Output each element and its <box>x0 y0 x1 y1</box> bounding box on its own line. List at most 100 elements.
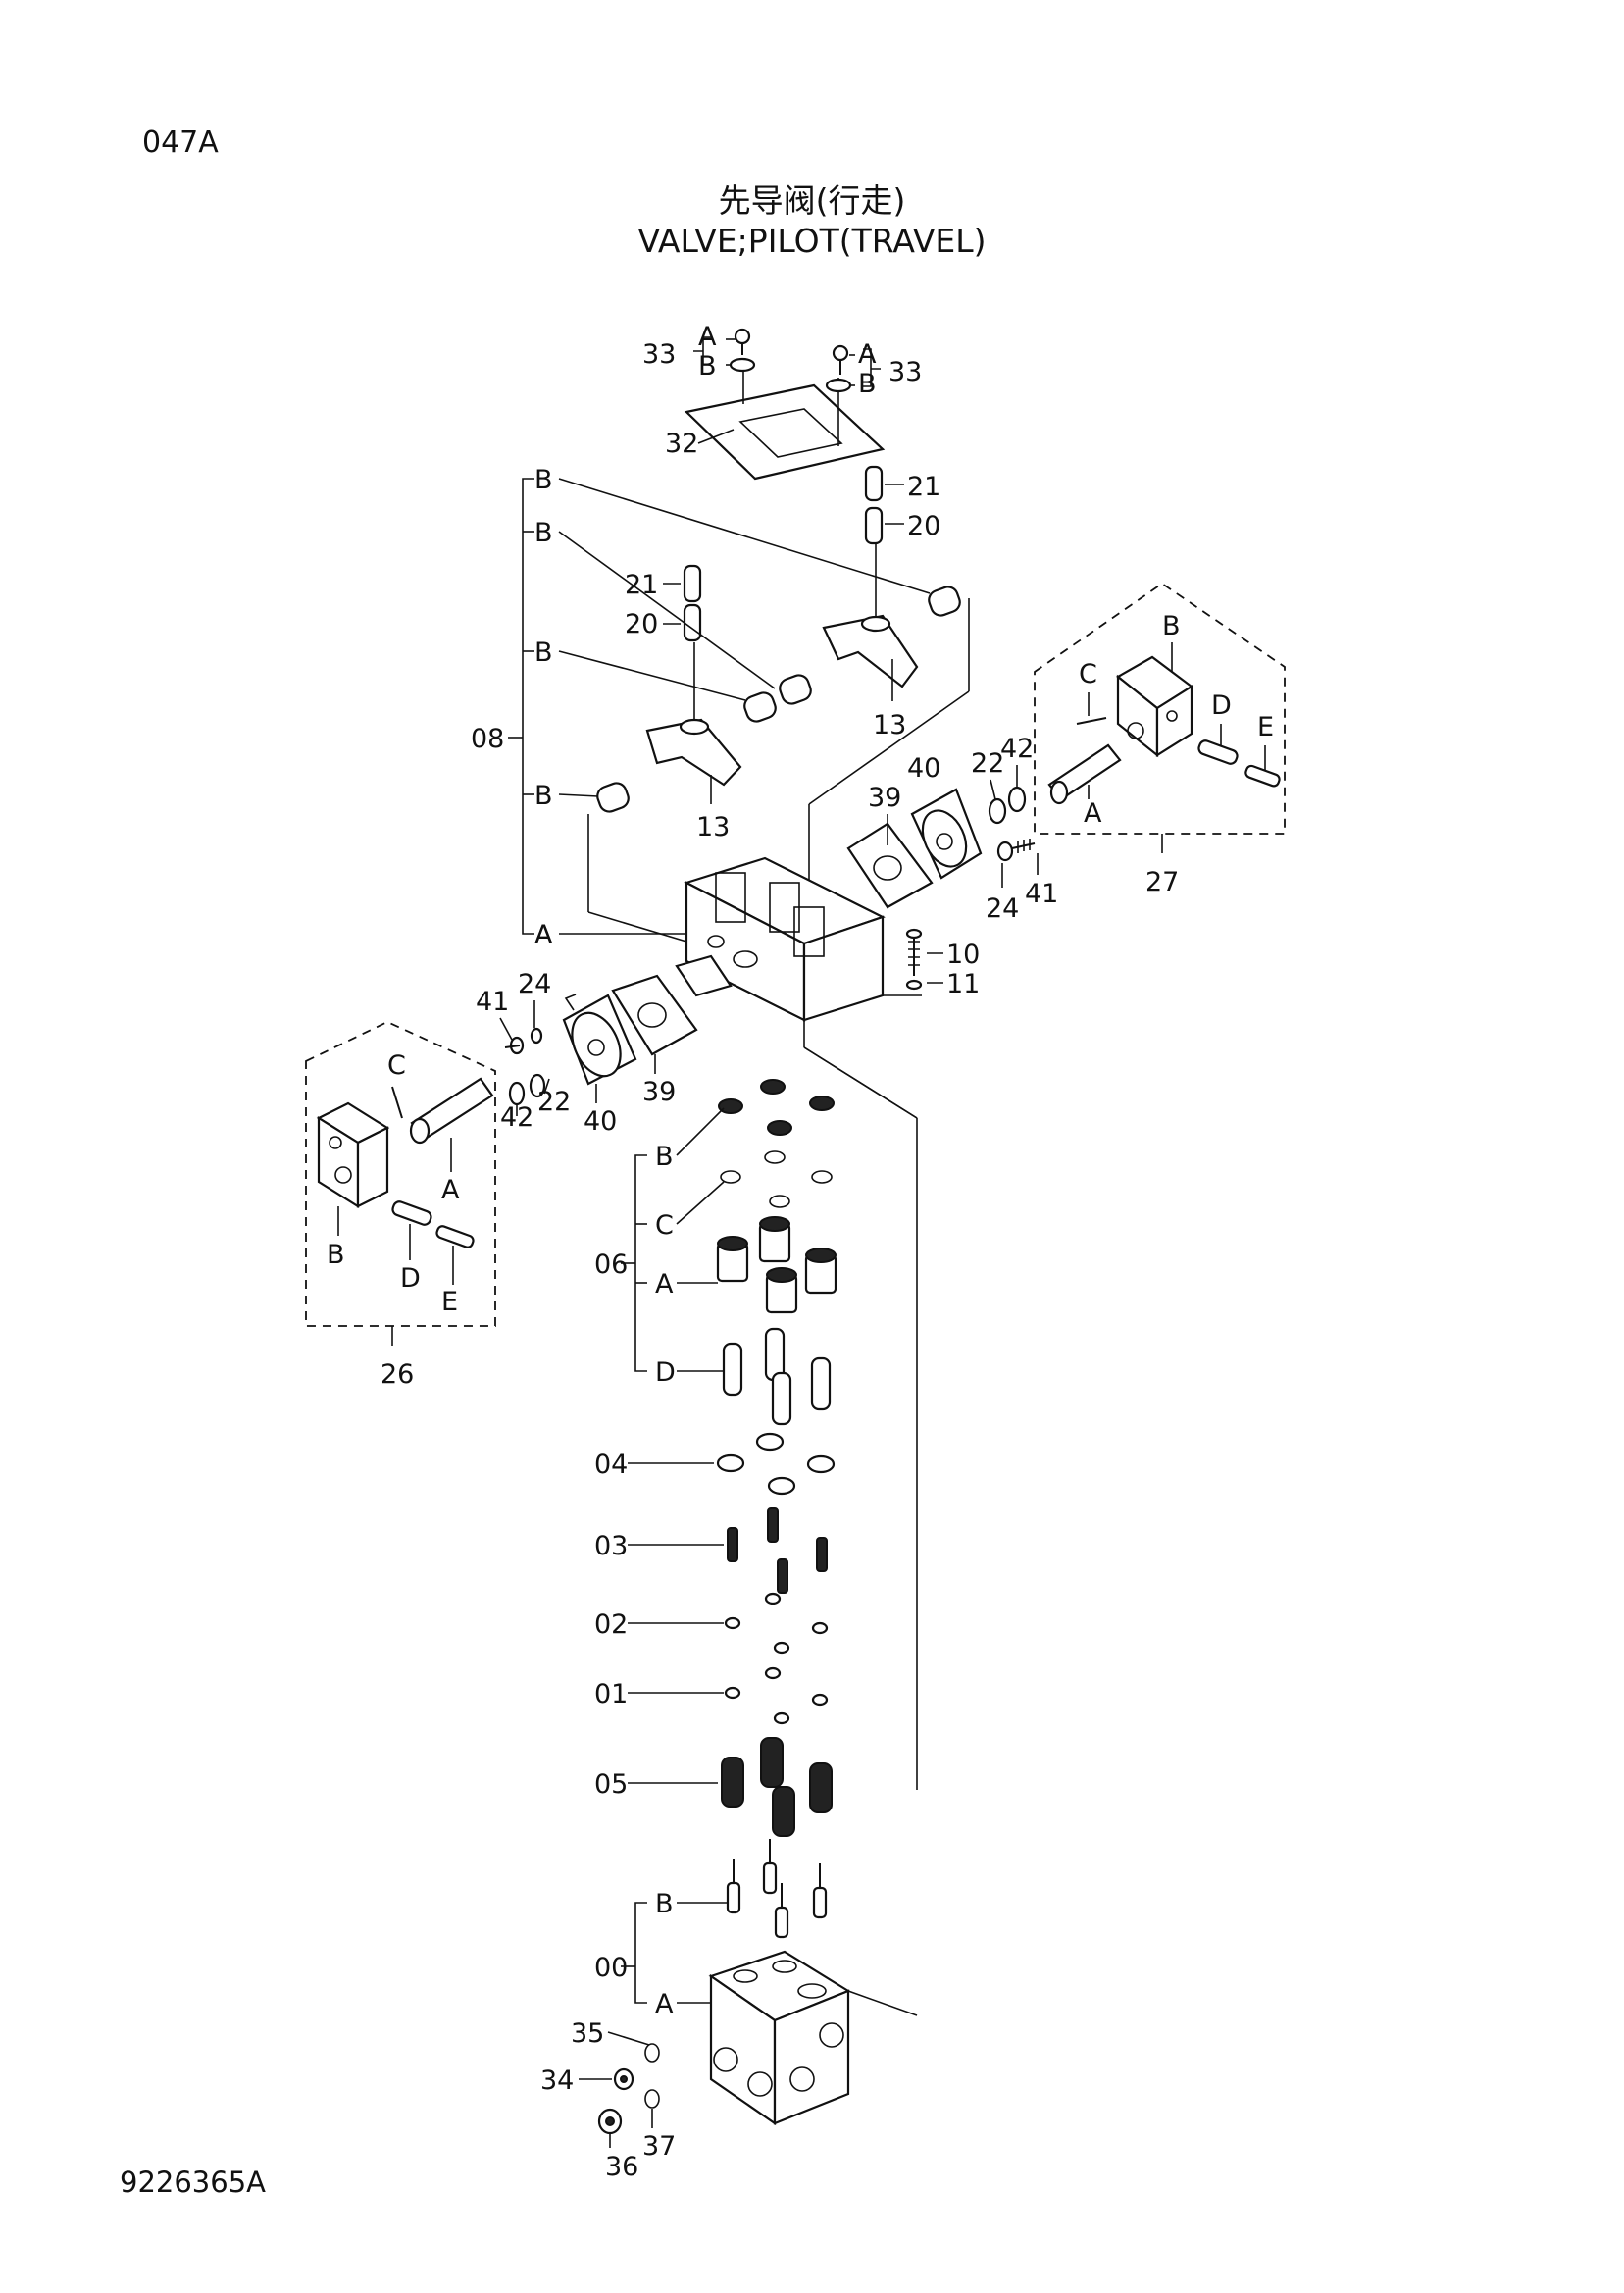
label-A: A <box>441 1175 460 1205</box>
screw-41-right <box>996 839 1036 862</box>
callout-11: 11 <box>946 969 980 999</box>
pin-C-left <box>391 1086 403 1119</box>
callout-10: 10 <box>946 940 980 970</box>
callout-21-right: 21 <box>907 472 940 502</box>
callout-13-left: 13 <box>696 812 730 842</box>
callout-39-left: 39 <box>642 1077 676 1107</box>
callout-34: 34 <box>540 2065 574 2096</box>
callout-40-right: 40 <box>907 753 940 784</box>
label-B: B <box>534 465 553 495</box>
guide-06A <box>716 1216 837 1314</box>
cover-40-left <box>562 994 637 1086</box>
label-D: D <box>400 1263 421 1294</box>
callout-41-left: 41 <box>476 987 509 1017</box>
callout-33-left: 33 <box>642 339 676 370</box>
callout-01: 01 <box>594 1679 628 1709</box>
label-A: A <box>698 322 717 352</box>
bushing-2 <box>779 674 812 705</box>
gasket-39-left <box>611 974 698 1056</box>
cover-plate-32 <box>684 358 886 481</box>
label-C: C <box>655 1210 674 1241</box>
pin-21-right <box>864 465 884 502</box>
backup-42-left <box>508 1081 526 1106</box>
washer-11 <box>905 979 923 991</box>
oring-22-right <box>988 797 1007 825</box>
label-B: B <box>698 351 717 382</box>
label-E: E <box>1257 712 1274 742</box>
plunger-06D <box>722 1327 832 1426</box>
bushing-4 <box>596 782 630 813</box>
callout-20-left: 20 <box>625 609 658 639</box>
callout-42-right: 42 <box>1000 734 1034 764</box>
label-A: A <box>858 339 877 370</box>
pin-C-right <box>1076 717 1107 725</box>
callout-40-left: 40 <box>584 1106 617 1137</box>
label-C: C <box>387 1050 406 1081</box>
label-D: D <box>655 1357 676 1388</box>
callout-06: 06 <box>594 1249 628 1280</box>
page-code: 047A <box>142 126 219 160</box>
washer-01 <box>724 1666 829 1725</box>
screw-33-right <box>825 344 852 393</box>
callout-04: 04 <box>594 1450 628 1480</box>
pin-D-left <box>391 1200 432 1226</box>
callout-39-right: 39 <box>868 783 901 813</box>
callout-35: 35 <box>571 2018 604 2049</box>
callout-00: 00 <box>594 1953 628 1983</box>
label-B: B <box>1162 611 1181 641</box>
callout-32: 32 <box>665 429 698 459</box>
callout-36: 36 <box>605 2152 638 2182</box>
callout-13-right: 13 <box>873 710 906 740</box>
washer-02 <box>724 1592 829 1655</box>
label-B: B <box>858 369 877 399</box>
pin-20-left <box>683 603 702 642</box>
callout-05: 05 <box>594 1769 628 1800</box>
callout-24-left: 24 <box>518 969 551 999</box>
oring-06C <box>720 1150 833 1208</box>
pin-20-right <box>864 506 884 545</box>
label-D: D <box>1211 690 1232 721</box>
label-B: B <box>534 637 553 668</box>
callout-20-right: 20 <box>907 511 940 541</box>
gasket-39-right <box>846 822 934 909</box>
group-26-box <box>305 1021 496 1327</box>
label-A: A <box>534 920 553 950</box>
callout-22-left: 22 <box>537 1087 571 1117</box>
label-B: B <box>534 518 553 548</box>
cap-block-right <box>1116 655 1193 758</box>
label-A: A <box>534 920 553 950</box>
callout-27: 27 <box>1145 867 1179 897</box>
plug-34 <box>613 2067 634 2091</box>
shaft-A-left <box>409 1077 494 1145</box>
title-english: VALVE;PILOT(TRAVEL) <box>637 222 987 260</box>
callout-08: 08 <box>471 724 504 754</box>
label-B: B <box>655 1142 674 1172</box>
screw-10 <box>905 928 923 976</box>
seal-06B <box>718 1079 835 1136</box>
title-chinese: 先导阀(行走) <box>718 181 906 220</box>
callout-22-right: 22 <box>971 748 1004 779</box>
label-A: A <box>655 1989 674 2019</box>
group-27-box <box>1034 582 1286 835</box>
callout-24-right: 24 <box>986 893 1019 924</box>
oring-35 <box>644 2043 660 2063</box>
bushing-3 <box>743 691 777 723</box>
oring-37 <box>644 2089 660 2109</box>
label-A: A <box>655 1269 674 1299</box>
label-B: B <box>655 1889 674 1919</box>
callout-37: 37 <box>642 2131 676 2162</box>
washer-24-left <box>530 1027 543 1045</box>
spring-05 <box>721 1737 833 1837</box>
callout-03: 03 <box>594 1531 628 1561</box>
body-00A <box>708 1950 918 2126</box>
callout-41-right: 41 <box>1025 879 1058 909</box>
callout-26: 26 <box>381 1359 414 1390</box>
label-B: B <box>327 1240 345 1270</box>
label-A: A <box>1084 798 1102 829</box>
lever-13-right <box>822 544 919 701</box>
label-B: B <box>534 781 553 811</box>
label-C: C <box>1079 659 1097 689</box>
callout-02: 02 <box>594 1609 628 1640</box>
pin-21-left <box>683 564 702 603</box>
